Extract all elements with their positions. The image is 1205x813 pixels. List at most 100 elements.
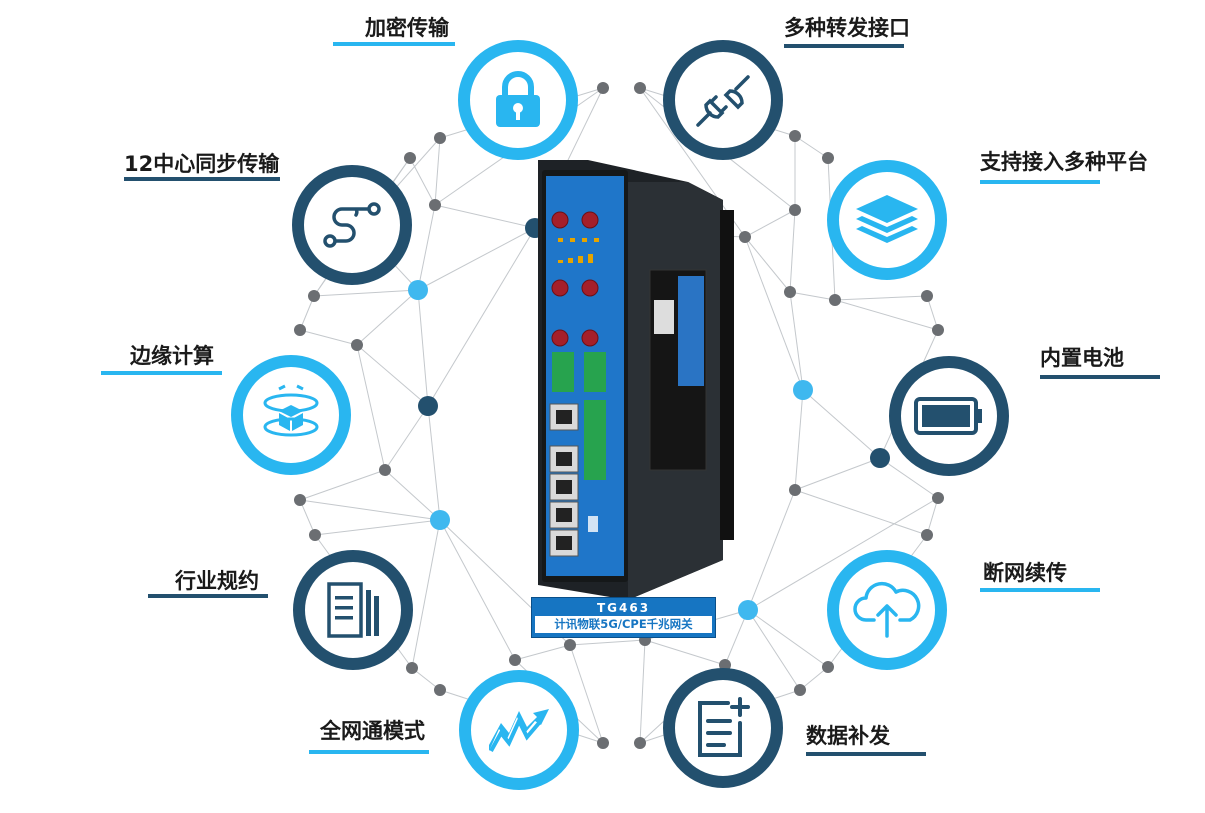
network-edge (514, 644, 571, 661)
network-edge (639, 639, 646, 744)
feature-label-battery: 内置电池 (1040, 346, 1124, 370)
network-edge (299, 499, 316, 536)
feature-underline (806, 752, 926, 756)
network-edge (747, 609, 829, 668)
network-node (634, 737, 646, 749)
network-edge (427, 405, 441, 521)
network-node (738, 600, 758, 620)
network-edge (644, 639, 726, 666)
network-node (829, 294, 841, 306)
network-edge (834, 299, 939, 331)
network-node (434, 132, 446, 144)
layers-icon (856, 195, 918, 243)
network-edge (411, 519, 441, 669)
network-node (404, 152, 416, 164)
feature-underline (148, 594, 268, 598)
network-edge (299, 295, 315, 331)
network-edge (802, 389, 881, 459)
feature-label-encrypt: 加密传输 (365, 16, 449, 40)
network-node (932, 492, 944, 504)
feature-circle-forward (663, 40, 783, 160)
feature-label-forward: 多种转发接口 (784, 16, 910, 40)
network-edge (409, 157, 436, 206)
feature-circle-encrypt (458, 40, 578, 160)
network-node (822, 152, 834, 164)
network-edge (417, 289, 429, 407)
network-edge (314, 519, 441, 536)
gateway-device-image (538, 160, 734, 600)
battery-icon (914, 397, 982, 435)
feature-underline (309, 750, 429, 754)
feature-circle-allnet (459, 670, 579, 790)
plug-icon (696, 75, 750, 127)
network-node (789, 130, 801, 142)
feature-underline (1040, 375, 1160, 379)
network-edge (299, 329, 358, 346)
model-badge: TG463 计讯物联5G/CPE千兆网关 (531, 597, 716, 638)
signal-trend-icon (489, 709, 549, 752)
feature-circle-battery (889, 356, 1009, 476)
network-edge (834, 295, 928, 301)
feature-label-resume: 断网续传 (983, 561, 1067, 585)
orbit-cube-icon (263, 384, 319, 437)
feature-label-edge: 边缘计算 (130, 344, 214, 368)
network-node (789, 204, 801, 216)
network-edge (926, 497, 939, 536)
network-edge (417, 204, 436, 291)
model-description: 计讯物联5G/CPE千兆网关 (535, 616, 712, 633)
network-edge (384, 405, 429, 471)
network-edge (434, 204, 536, 229)
feature-circle-protocol (293, 550, 413, 670)
network-node (634, 82, 646, 94)
network-edge (794, 389, 804, 491)
feature-circle-platform (827, 160, 947, 280)
feature-circle-edge (231, 355, 351, 475)
network-edge (384, 469, 441, 521)
network-node (294, 324, 306, 336)
network-node (294, 494, 306, 506)
network-node (793, 380, 813, 400)
note-add-icon (698, 697, 750, 757)
network-edge (879, 457, 939, 499)
network-edge (789, 291, 804, 391)
network-node (434, 684, 446, 696)
network-node (789, 484, 801, 496)
network-node (921, 290, 933, 302)
feature-underline (980, 588, 1100, 592)
network-node (308, 290, 320, 302)
feature-label-sync: 12中心同步传输 (124, 152, 280, 176)
network-edge (747, 609, 801, 691)
feature-underline (980, 180, 1100, 184)
network-edge (356, 289, 419, 346)
network-edge (569, 644, 604, 744)
cloud-upload-icon (853, 581, 921, 638)
network-edge (744, 236, 804, 391)
network-node (739, 231, 751, 243)
network-node (351, 339, 363, 351)
network-edge (744, 236, 791, 293)
network-edge (427, 227, 536, 407)
network-node (932, 324, 944, 336)
network-edge (744, 209, 796, 238)
network-node (870, 448, 890, 468)
network-edge (356, 344, 386, 471)
lock-icon (496, 71, 540, 127)
feature-label-resend: 数据补发 (806, 724, 890, 748)
feature-label-protocol: 行业规约 (175, 569, 259, 593)
network-edge (789, 291, 836, 301)
network-node (597, 82, 609, 94)
feature-circle-sync (292, 165, 412, 285)
network-node (784, 286, 796, 298)
network-edge (794, 135, 829, 159)
route-icon (323, 202, 381, 248)
network-node (406, 662, 418, 674)
network-node (309, 529, 321, 541)
feature-underline (784, 44, 904, 48)
network-node (564, 639, 576, 651)
feature-circle-resume (827, 550, 947, 670)
network-edge (747, 497, 939, 611)
network-node (597, 737, 609, 749)
network-node (429, 199, 441, 211)
network-node (921, 529, 933, 541)
feature-underline (124, 177, 280, 181)
